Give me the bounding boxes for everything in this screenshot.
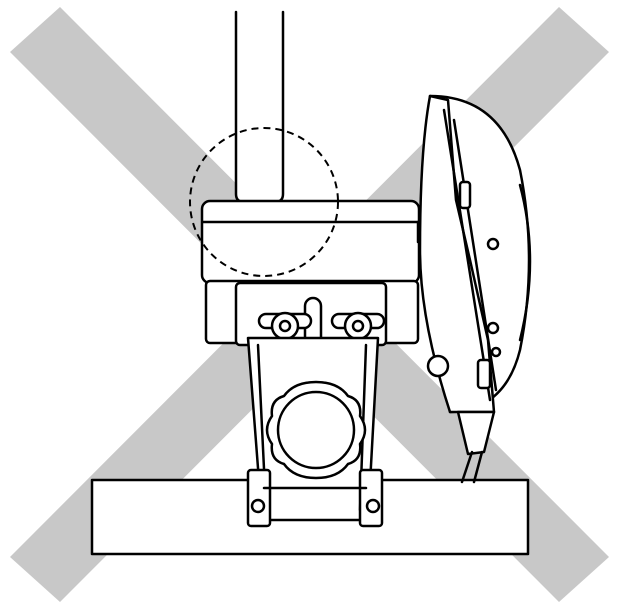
highlight-circle-icon bbox=[189, 127, 339, 277]
clamp-bolt-left bbox=[250, 498, 266, 514]
clamp-arm-left-bottom bbox=[246, 468, 272, 528]
device-screw-top bbox=[486, 237, 500, 251]
device-cable-boot bbox=[456, 410, 496, 456]
device-latch-lower bbox=[476, 358, 492, 390]
device-screw-lower bbox=[490, 346, 502, 358]
mount-bracket bbox=[200, 199, 421, 528]
mast-pole bbox=[234, 10, 285, 204]
wing-nut-left bbox=[257, 311, 313, 341]
wing-nut-left-center bbox=[278, 319, 292, 333]
wing-nut-right-center bbox=[351, 319, 365, 333]
highlight-circle bbox=[189, 127, 339, 277]
device-slot-line bbox=[452, 118, 498, 392]
device-front-plate bbox=[418, 94, 496, 414]
antenna-device bbox=[416, 94, 532, 484]
wing-nut-right bbox=[330, 311, 386, 341]
device-latch bbox=[458, 180, 472, 210]
mast-pole-outline bbox=[234, 10, 285, 204]
device-cable bbox=[460, 450, 474, 484]
device-back-rim bbox=[518, 183, 532, 342]
device-plate-edge bbox=[442, 108, 492, 402]
tension-knob-center bbox=[276, 390, 356, 470]
clamp-bolt-right bbox=[365, 498, 381, 514]
device-cable-right bbox=[472, 450, 484, 484]
device-screw-middle bbox=[486, 321, 500, 335]
clamp-arm-right-bottom bbox=[358, 468, 384, 528]
tension-knob bbox=[265, 380, 367, 480]
device-mount-nut bbox=[426, 354, 450, 378]
